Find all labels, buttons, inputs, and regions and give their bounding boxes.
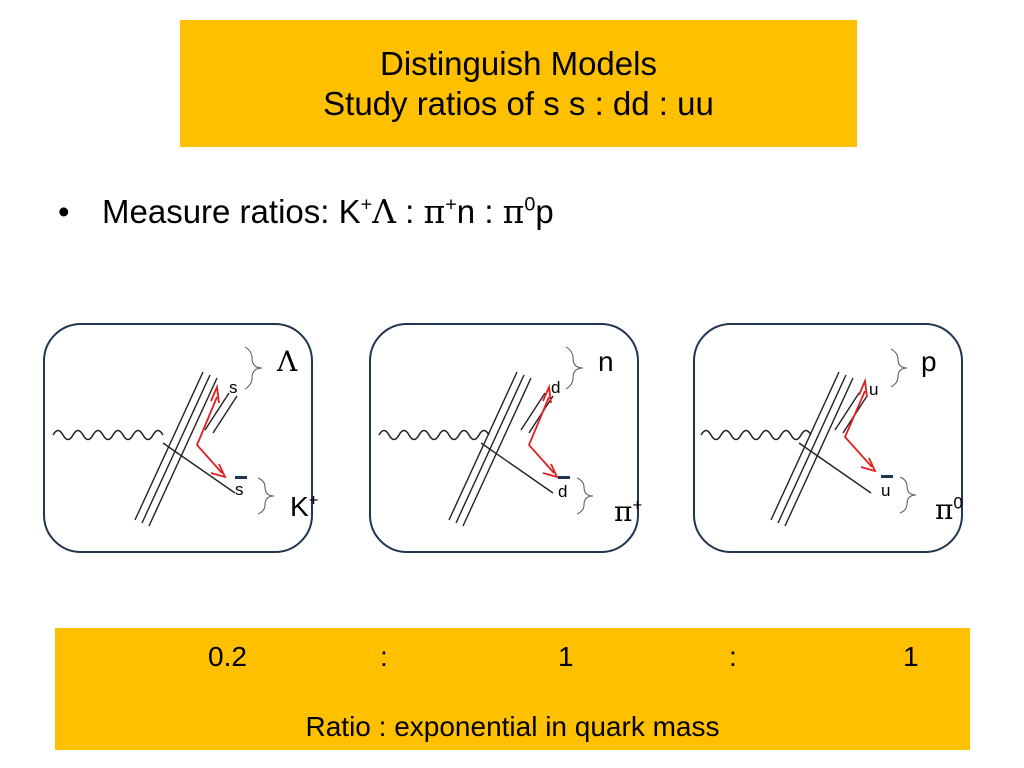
proton-line-1 — [770, 371, 840, 521]
meson-symbol: π — [614, 495, 633, 528]
antiquark-label: d — [558, 482, 568, 501]
quark-arrow — [527, 396, 555, 474]
baryon-label: p — [921, 346, 937, 377]
antiquark-label: s — [235, 480, 244, 499]
meson-brace — [576, 477, 594, 515]
proton-line-1 — [134, 371, 204, 521]
meson-symbol: π — [935, 493, 954, 526]
quark-label: u — [869, 380, 879, 399]
baryon-label: n — [598, 346, 614, 377]
proton-line-1 — [448, 371, 518, 521]
diagram-panel-down: d d n π+ — [369, 323, 642, 553]
photon-wavy-line — [700, 429, 812, 441]
quark-arrowhead-up — [210, 383, 220, 404]
meson-charge: 0 — [953, 493, 963, 513]
quark-arrow — [843, 390, 873, 468]
feynman-diagram-up — [700, 348, 917, 527]
proton-line-3 — [784, 377, 854, 527]
meson-brace — [257, 477, 275, 515]
title-line-1: Distinguish Models — [380, 44, 657, 82]
recoil-line — [480, 442, 554, 494]
ratio-box: 0.2 : 1 : 1 Ratio : exponential in quark… — [55, 628, 970, 750]
title-box: Distinguish Models Study ratios of s s :… — [180, 20, 857, 147]
outgoing-line-1 — [520, 392, 546, 431]
meson-label: π0 — [935, 495, 963, 525]
baryon-brace — [890, 348, 908, 388]
quark-arrowhead-down — [860, 457, 877, 473]
quark-label: d — [551, 378, 561, 397]
quark-label: s — [229, 378, 238, 397]
meson-charge: + — [632, 495, 643, 515]
neutron-symbol: n — [456, 193, 476, 230]
photon-wavy-line — [378, 429, 490, 441]
antiquark-bar — [235, 476, 247, 479]
baryon-brace — [565, 346, 584, 390]
feynman-diagram-down — [378, 346, 594, 527]
meson-label: π+ — [614, 497, 642, 527]
separator-1: : — [396, 193, 424, 230]
outgoing-line-1 — [834, 392, 860, 431]
k-charge: + — [360, 193, 373, 216]
meson-label: K+ — [290, 492, 319, 522]
quark-arrowhead-up — [542, 383, 552, 404]
photon-wavy-line — [52, 429, 164, 441]
meson-symbol: K — [290, 491, 309, 522]
baryon-label: Λ — [277, 345, 298, 378]
pi-zero-charge: 0 — [524, 193, 536, 216]
ratio-colon-2: : — [729, 641, 737, 672]
pi-plus-symbol: π — [423, 192, 446, 231]
proton-line-3 — [462, 377, 532, 527]
feynman-diagram-strange — [52, 346, 275, 527]
quark-arrowhead-down — [542, 463, 559, 479]
ratio-colon-1: : — [380, 641, 388, 672]
quark-arrowhead-down — [210, 463, 227, 479]
meson-charge: + — [308, 490, 319, 510]
ratio-value-down: 1 — [558, 641, 574, 672]
separator-2: : — [475, 193, 503, 230]
proton-symbol: p — [535, 193, 554, 230]
ratio-value-strange: 0.2 — [208, 641, 247, 672]
antiquark-bar — [881, 475, 893, 478]
proton-line-2 — [777, 374, 847, 524]
ratio-caption: Ratio : exponential in quark mass — [305, 711, 720, 742]
quark-arrow — [195, 396, 223, 474]
antiquark-bar — [558, 476, 570, 479]
quark-arrowhead-up — [858, 377, 868, 398]
diagram-panel-strange: s s Λ K+ — [43, 323, 319, 553]
outgoing-line-1 — [204, 392, 230, 431]
outgoing-line-2 — [212, 395, 238, 434]
proton-line-3 — [148, 377, 218, 527]
pi-plus-charge: + — [445, 193, 457, 216]
pi-zero-symbol: π — [502, 192, 525, 231]
bullet-prefix: Measure ratios: K — [102, 193, 361, 230]
recoil-line — [798, 442, 872, 494]
baryon-brace — [244, 346, 263, 390]
measure-ratios-bullet: •Measure ratios: K+Λ : π+n : π0p — [58, 188, 554, 236]
meson-brace — [899, 476, 917, 514]
title-line-2: Study ratios of s s : dd : uu — [323, 84, 714, 122]
bullet-dot: • — [58, 193, 70, 230]
proton-line-2 — [141, 374, 211, 524]
recoil-line — [162, 442, 236, 494]
antiquark-label: u — [881, 481, 891, 500]
ratio-value-up: 1 — [903, 641, 919, 672]
lambda-symbol: Λ — [372, 192, 397, 231]
diagram-panel-up: u u p π0 — [693, 323, 963, 553]
